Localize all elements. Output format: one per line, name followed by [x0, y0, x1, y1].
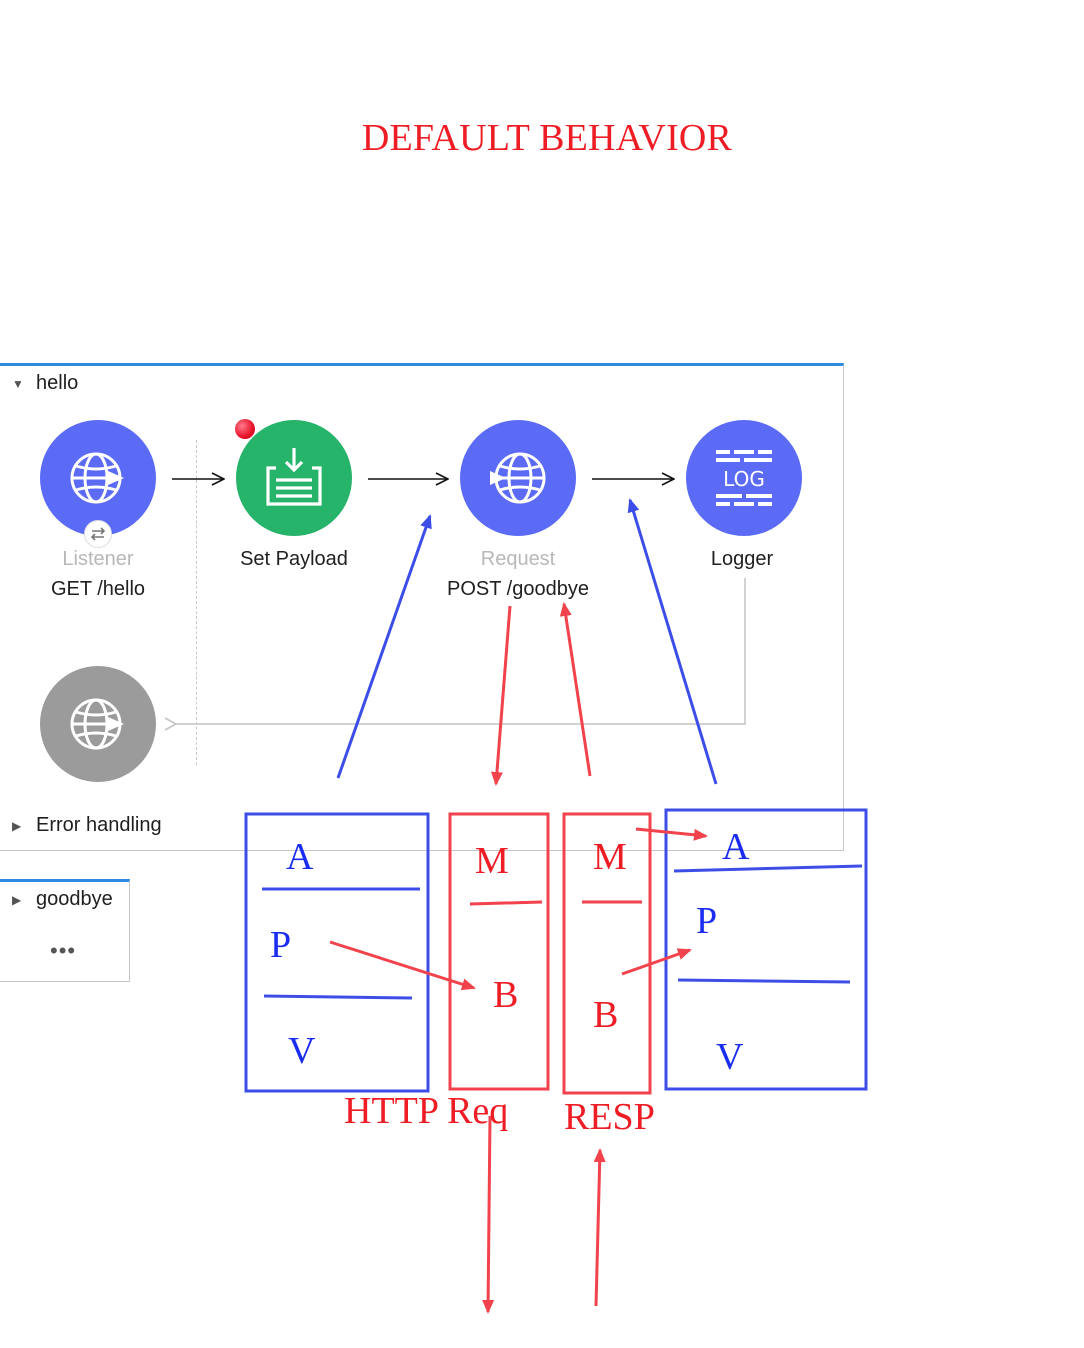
expand-triangle-icon[interactable]: ▶ [12, 818, 22, 833]
listener-title: Listener [62, 548, 134, 570]
annotation-right-variables: V [716, 1036, 744, 1078]
source-divider [196, 440, 197, 765]
flow-goodbye-name: goodbye [36, 888, 113, 910]
request-node[interactable] [460, 420, 576, 536]
annotation-response-method: M [593, 836, 627, 878]
listener-subtitle: GET /hello [50, 578, 146, 600]
annotation-box-right [664, 808, 868, 1091]
annotation-resp-label: RESP [564, 1096, 655, 1138]
expand-triangle-icon[interactable]: ▶ [12, 892, 22, 907]
http-listener-icon [40, 420, 156, 536]
arrow-payload-to-body [329, 940, 476, 991]
annotation-right-attributes: A [722, 826, 750, 868]
listener-node[interactable] [40, 420, 156, 536]
annotation-left-payload: P [270, 924, 292, 966]
swap-arrows-icon [90, 527, 106, 541]
page-title: DEFAULT BEHAVIOR [361, 117, 733, 159]
swap-badge [84, 520, 112, 548]
annotation-right-payload: P [696, 900, 718, 942]
arrow-http-req-outgoing [482, 1115, 495, 1314]
arrow-body-to-payload [621, 948, 692, 976]
annotation-http-req-label: HTTP Req [344, 1090, 509, 1132]
collapse-triangle-icon[interactable]: ▼ [12, 376, 24, 391]
request-subtitle: POST /goodbye [447, 578, 589, 600]
error-handling-label: Error handling [36, 814, 162, 836]
set-payload-icon [236, 420, 352, 536]
http-response-icon [40, 666, 156, 782]
annotation-request-body: B [493, 974, 519, 1016]
flow-hello-name: hello [36, 372, 79, 394]
http-request-icon [460, 420, 576, 536]
response-node[interactable] [40, 666, 156, 782]
request-title: Request [480, 548, 556, 570]
error-handling-section[interactable]: ▶ Error handling [12, 814, 162, 837]
set-payload-node[interactable] [236, 420, 352, 536]
logger-node[interactable]: LOG [686, 420, 802, 536]
breakpoint-indicator[interactable] [235, 419, 255, 439]
flow-goodbye-collapsed-ellipsis[interactable]: ••• [50, 938, 77, 963]
annotation-request-method: M [475, 840, 509, 882]
flow-goodbye-container [0, 879, 130, 982]
svg-text:LOG: LOG [723, 467, 765, 491]
annotation-response-body: B [593, 994, 619, 1036]
logger-icon: LOG [686, 420, 802, 536]
set-payload-title: Set Payload [240, 548, 348, 570]
annotation-left-attributes: A [286, 836, 314, 878]
flow-goodbye-header[interactable]: ▶ goodbye [12, 888, 113, 911]
annotation-left-variables: V [288, 1030, 316, 1072]
arrow-resp-incoming [593, 1148, 606, 1307]
flow-hello-header[interactable]: ▼ hello [12, 372, 78, 395]
logger-title: Logger [710, 548, 774, 570]
